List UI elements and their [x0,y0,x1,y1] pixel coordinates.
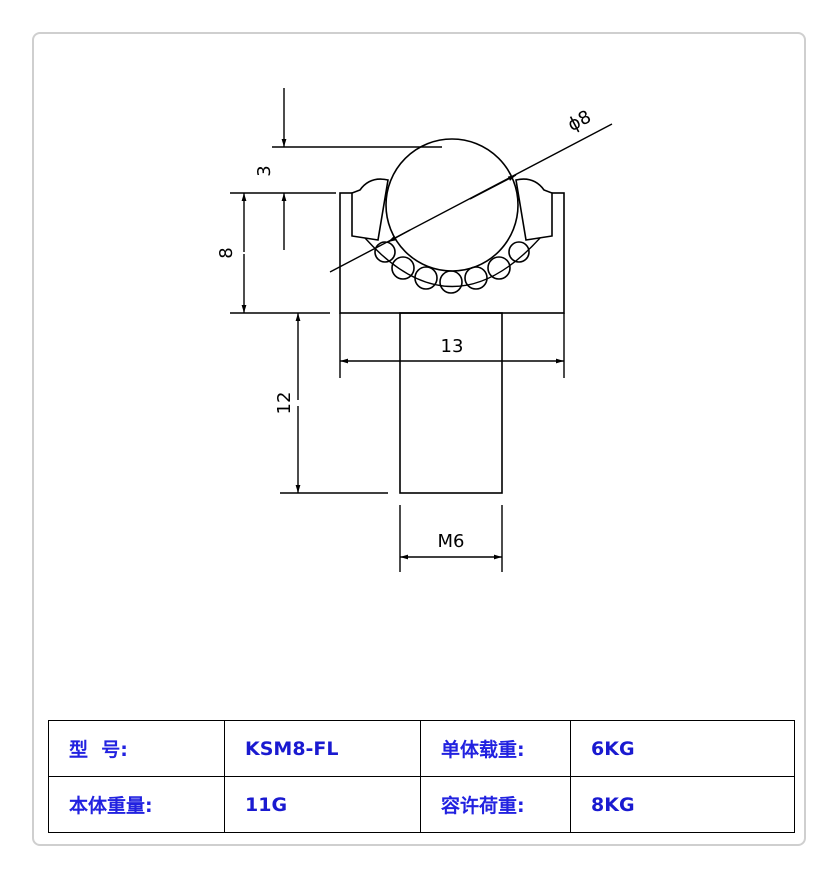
dim-stem-length-label: 12 [274,392,295,415]
weight-label: 本体重量: [48,776,225,833]
dim-ball-diameter [329,123,613,273]
dim-protrusion [230,88,442,250]
dim-ball-diameter-label: ϕ8 [564,106,594,135]
dim-thread-label: M6 [438,531,465,552]
model-value: KSM8-FL [224,720,421,777]
right-seat [515,178,553,241]
spec-row: 本体重量: 11G 容许荷重: 8KG [48,776,795,833]
dim-thread [399,505,503,572]
dim-body-width-label: 13 [441,336,464,357]
spec-row: 型 号: KSM8-FL 单体载重: 6KG [48,720,795,777]
dim-body-height [230,193,330,314]
dim-body-width [339,313,565,378]
allowable-load-value: 8KG [570,776,795,833]
dim-protrusion-label: 3 [254,165,275,176]
allowable-load-label: 容许荷重: [420,776,571,833]
ball-cup [364,237,541,288]
load-value: 6KG [570,720,795,777]
dim-body-height-label: 8 [216,247,237,258]
load-label: 单体载重: [420,720,571,777]
model-label: 型 号: [48,720,225,777]
left-seat [351,178,389,241]
dim-stem-length [280,313,388,494]
main-ball [385,138,519,272]
spec-table: 型 号: KSM8-FL 单体载重: 6KG 本体重量: 11G 容许荷重: 8… [48,720,795,833]
weight-value: 11G [224,776,421,833]
threaded-stem [399,312,503,494]
bearing-balls [374,241,530,294]
